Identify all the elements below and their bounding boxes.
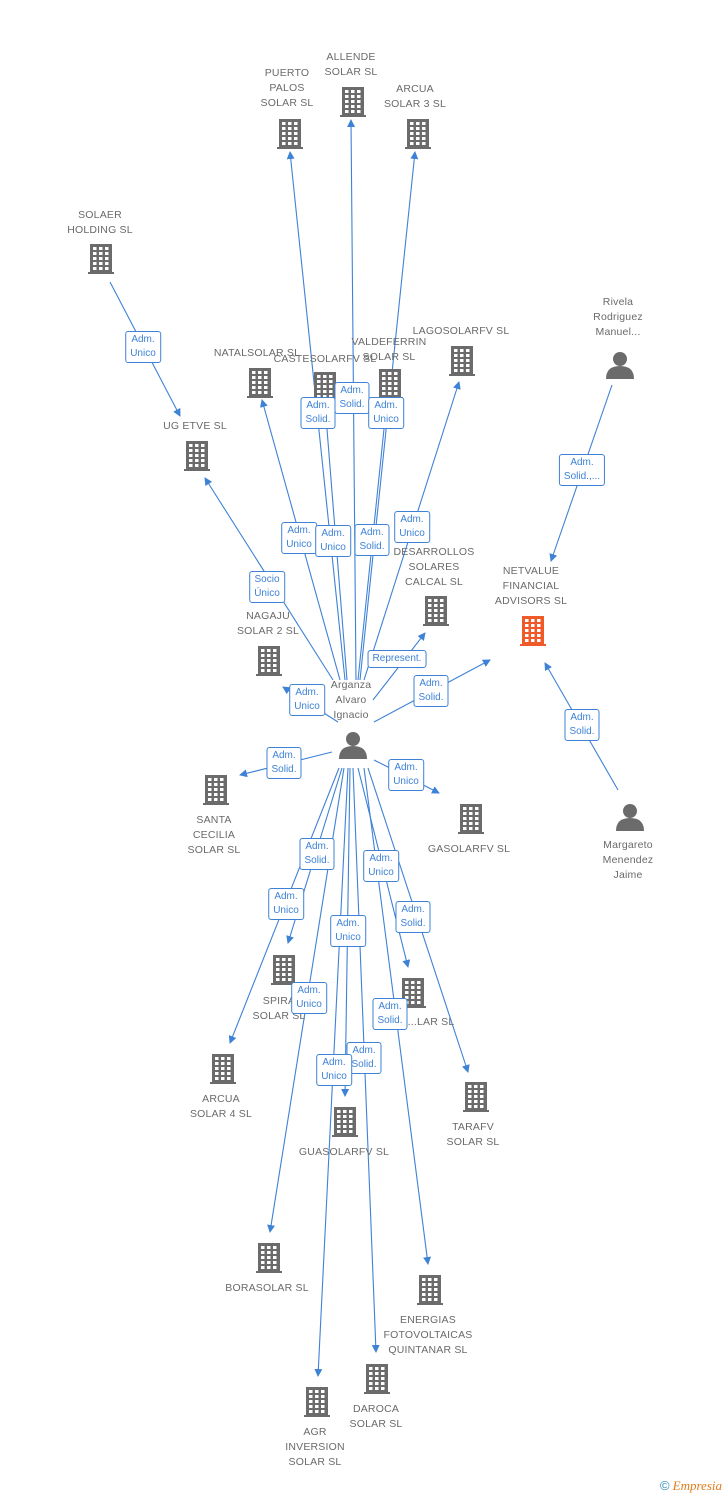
edge-label-arganza-to-netvalue: Adm. Solid.: [413, 675, 449, 707]
node-label-puerto[interactable]: PUERTO PALOS SOLAR SL: [260, 67, 314, 109]
building-icon[interactable]: [458, 804, 484, 834]
edge-label-arganza-to-desarr: Represent.: [367, 650, 427, 668]
footer-brand[interactable]: © Empresia: [660, 1478, 722, 1494]
building-icon[interactable]: [256, 646, 282, 676]
edge-label-arganza-to-lago: Adm. Unico: [394, 511, 430, 543]
edge-label-arganza-to-agr: Adm. Unico: [316, 1054, 352, 1086]
edge-label-arganza-to-arcua3: Adm. Unico: [368, 397, 404, 429]
edge-label-arganza-to-natal: Adm. Unico: [281, 522, 317, 554]
person-icon[interactable]: [339, 732, 367, 759]
building-icon[interactable]: [377, 369, 403, 399]
building-icon[interactable]: [463, 1082, 489, 1112]
person-icon[interactable]: [606, 352, 634, 379]
building-icon[interactable]: [332, 1107, 358, 1137]
node-label-solaer[interactable]: SOLAER HOLDING SL: [67, 209, 133, 236]
building-icon[interactable]: [405, 119, 431, 149]
node-label-arganza[interactable]: Arganza Alvaro Ignacio: [330, 679, 372, 721]
node-label-xlar[interactable]: ...LAR SL: [407, 1016, 455, 1028]
building-icon[interactable]: [203, 775, 229, 805]
building-icon[interactable]: [256, 1243, 282, 1273]
building-icon[interactable]: [449, 346, 475, 376]
node-label-agr[interactable]: AGR INVERSION SOLAR SL: [285, 1426, 345, 1468]
node-label-spira[interactable]: SPIRA SOLAR SL: [252, 995, 306, 1022]
building-icon[interactable]: [340, 87, 366, 117]
brand-name: Empresia: [672, 1478, 722, 1493]
edge-label-arganza-to-tarafv: Adm. Solid.: [395, 901, 431, 933]
edges-layer: [109, 119, 619, 1377]
building-icon[interactable]: [417, 1275, 443, 1305]
edge-label-arganza-to-xlar: Adm. Unico: [363, 850, 399, 882]
node-label-rivela[interactable]: Rivela Rodriguez Manuel...: [593, 296, 643, 338]
edge-label-arganza-to-valde: Adm. Solid.: [354, 524, 390, 556]
edge-label-arganza-to-energias: Adm. Solid.: [372, 998, 408, 1030]
building-icon[interactable]: [304, 1387, 330, 1417]
building-icon[interactable]: [423, 596, 449, 626]
edge-label-arganza-to-santa: Adm. Solid.: [266, 747, 302, 779]
node-label-nagaju[interactable]: NAGAJU SOLAR 2 SL: [236, 610, 300, 637]
edge-label-arganza-to-arcua4: Adm. Unico: [268, 888, 304, 920]
node-label-netvalue[interactable]: NETVALUE FINANCIAL ADVISORS SL: [494, 565, 568, 607]
node-label-margareto[interactable]: Margareto Menendez Jaime: [602, 839, 654, 881]
building-icon[interactable]: [210, 1054, 236, 1084]
edge-label-arganza-to-castes: Adm. Unico: [315, 525, 351, 557]
edge-label-margareto-to-netvalue: Adm. Solid.: [564, 709, 600, 741]
building-icon[interactable]: [271, 955, 297, 985]
node-label-valde[interactable]: VALDEFERRIN SOLAR SL: [351, 336, 427, 363]
edge-label-arganza-to-guasolar: Adm. Unico: [330, 915, 366, 947]
edge-label-arganza-to-spira: Adm. Solid.: [299, 838, 335, 870]
building-icon[interactable]: [184, 441, 210, 471]
building-icon[interactable]: [247, 368, 273, 398]
node-label-gasolar[interactable]: GASOLARFV SL: [427, 843, 511, 855]
edge-label-solaer-to-ug: Adm. Unico: [125, 331, 161, 363]
copyright-icon: ©: [659, 1478, 670, 1493]
node-label-natal[interactable]: NATALSOLAR SL: [213, 347, 301, 359]
building-icon[interactable]: [364, 1364, 390, 1394]
edge-label-arganza-to-ug: Socio Único: [249, 571, 285, 603]
node-label-lago[interactable]: LAGOSOLARFV SL: [412, 325, 510, 337]
node-label-daroca[interactable]: DAROCA SOLAR SL: [349, 1403, 403, 1430]
building-icon[interactable]: [520, 616, 546, 646]
node-label-arcua4[interactable]: ARCUA SOLAR 4 SL: [189, 1093, 253, 1120]
edge-label-arganza-to-borasolar: Adm. Unico: [291, 982, 327, 1014]
person-icon[interactable]: [616, 804, 644, 831]
node-label-guasolar[interactable]: GUASOLARFV SL: [298, 1146, 390, 1158]
node-label-tarafv[interactable]: TARAFV SOLAR SL: [446, 1121, 500, 1148]
node-label-allende[interactable]: ALLENDE SOLAR SL: [324, 51, 378, 78]
node-label-borasolar[interactable]: BORASOLAR SL: [225, 1282, 309, 1294]
node-label-santa[interactable]: SANTA CECILIA SOLAR SL: [187, 814, 241, 856]
node-label-ug[interactable]: UG ETVE SL: [163, 420, 227, 432]
edge-label-arganza-to-puerto: Adm. Solid.: [300, 397, 336, 429]
edge-label-arganza-to-allende: Adm. Solid.: [334, 382, 370, 414]
building-icon[interactable]: [277, 119, 303, 149]
building-icon[interactable]: [88, 244, 114, 274]
node-label-desarr[interactable]: DESARROLLOS SOLARES CALCAL SL: [393, 546, 475, 588]
edge-label-arganza-to-nagaju: Adm. Unico: [289, 684, 325, 716]
nodes-layer: [88, 87, 644, 1417]
edge-label-arganza-to-gasolar: Adm. Unico: [388, 759, 424, 791]
node-label-castes[interactable]: CASTESOLARFV SL: [273, 353, 377, 365]
node-label-arcua3[interactable]: ARCUA SOLAR 3 SL: [383, 83, 447, 110]
edge-label-rivela-to-netvalue: Adm. Solid.,...: [558, 454, 606, 486]
node-label-energias[interactable]: ENERGIAS FOTOVOLTAICAS QUINTANAR SL: [383, 1314, 473, 1356]
